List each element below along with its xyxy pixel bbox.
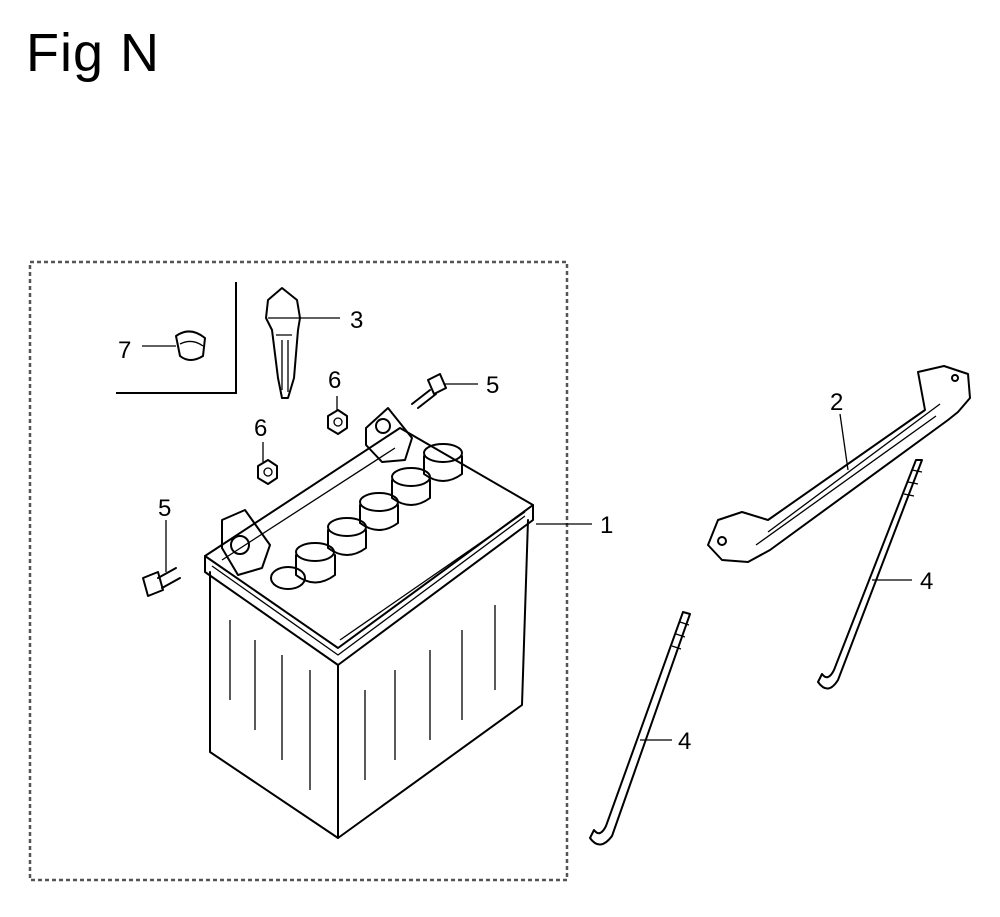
- callout-5-left: 5: [158, 495, 171, 522]
- figure-title: Fig N: [26, 23, 161, 83]
- bolt-right: [411, 373, 447, 409]
- nut-left: [257, 459, 278, 485]
- callout-4-left: 4: [678, 728, 691, 755]
- callout-6-left: 6: [254, 415, 267, 442]
- battery: [204, 407, 534, 839]
- callout-6-right: 6: [328, 367, 341, 394]
- rod-left: [589, 611, 691, 846]
- rod-right: [817, 459, 923, 690]
- callout-7: 7: [118, 337, 131, 364]
- plug-inset-box: [116, 282, 237, 394]
- battery-bracket: [707, 365, 971, 563]
- nut-right: [327, 409, 348, 435]
- leader-2: [839, 413, 849, 471]
- callout-2: 2: [830, 389, 843, 416]
- bolt-left: [142, 567, 181, 597]
- callout-3: 3: [350, 307, 363, 334]
- callout-5-right: 5: [486, 372, 499, 399]
- plug: [175, 330, 206, 361]
- callout-4-right: 4: [920, 568, 933, 595]
- assembly-frame: [28, 260, 569, 882]
- callout-1: 1: [600, 512, 613, 539]
- vent-cap: [265, 287, 301, 399]
